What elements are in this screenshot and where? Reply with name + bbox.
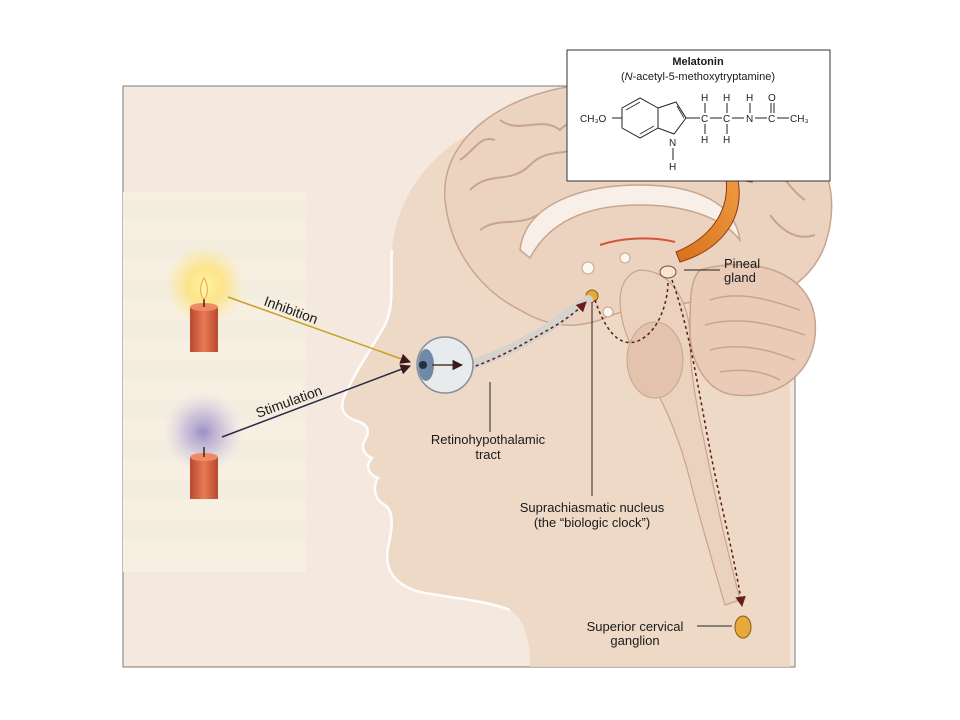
inhibition-arrow	[227, 296, 411, 364]
scn-label-line1: Suprachiasmatic nucleus	[520, 500, 665, 515]
superior-cervical-ganglion	[734, 615, 752, 639]
carbonyl-c: C	[768, 114, 775, 125]
methoxy-group: CH₃O	[580, 114, 607, 125]
retinohypothalamic-tract	[465, 295, 593, 370]
chain-c-2: C	[723, 114, 730, 125]
amide-h: H	[746, 93, 753, 104]
retino-label-line1: Retinohypothalamic	[431, 432, 546, 447]
chain-h-bot-2: H	[723, 135, 730, 146]
chain-h-top-2: H	[723, 93, 730, 104]
pineal-label-line1: Pineal	[724, 256, 760, 271]
scg-label-line1: Superior cervical	[587, 619, 684, 634]
terminal-methyl: CH₃	[790, 114, 809, 125]
chain-h-bot-1: H	[701, 135, 708, 146]
pineal-gland	[659, 265, 677, 279]
melatonin-title: Melatonin	[672, 56, 724, 68]
scg-label-line2: ganglion	[610, 633, 659, 648]
eye	[416, 336, 474, 394]
amide-n: N	[746, 114, 753, 125]
ring-n-h: H	[669, 162, 676, 173]
candle-stimulation	[163, 392, 243, 499]
carbonyl-o: O	[768, 93, 776, 104]
retino-label-line2: tract	[475, 447, 501, 462]
head-outline	[341, 249, 511, 612]
scn-label-line2: (the “biologic clock”)	[534, 515, 650, 530]
candle-inhibition	[165, 245, 245, 352]
stimulation-arrow	[221, 364, 411, 438]
brain	[444, 81, 833, 606]
chain-c-1: C	[701, 114, 708, 125]
scn-pineal-pathway	[594, 281, 669, 344]
indole-pyrrole-ring	[657, 101, 687, 135]
chain-h-top-1: H	[701, 93, 708, 104]
ring-n: N	[669, 138, 676, 149]
pineal-label-line2: gland	[724, 270, 756, 285]
melatonin-subtitle: (N-acetyl-5-methoxytryptamine)	[621, 71, 775, 83]
melatonin-structure-box: Melatonin (N-acetyl-5-methoxytryptamine)…	[566, 49, 831, 182]
